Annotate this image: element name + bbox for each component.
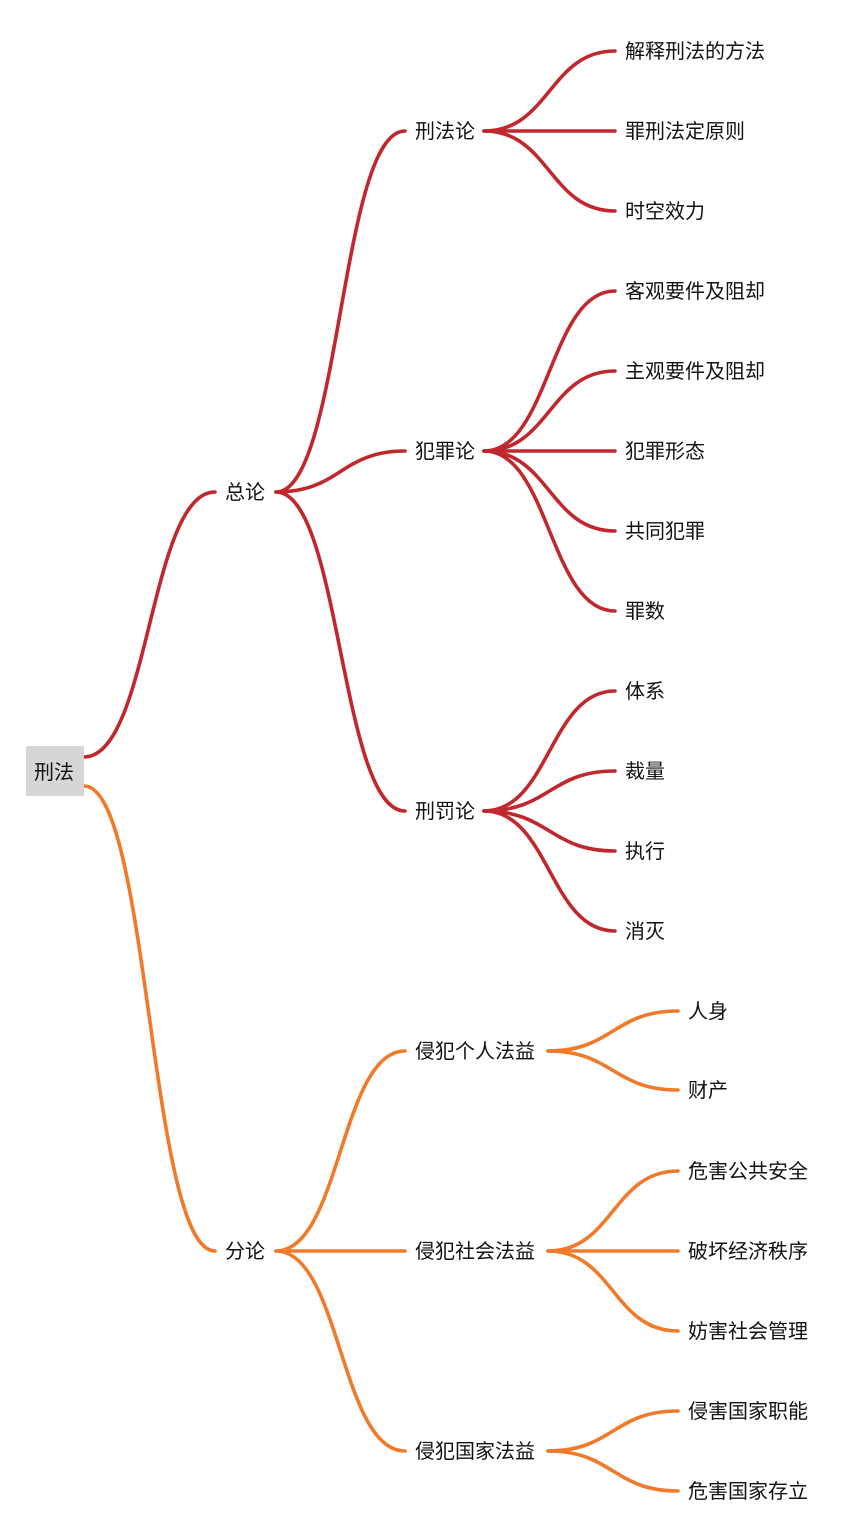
mind-map-edges xyxy=(82,49,680,1493)
topic-personal-interests: 侵犯个人法益 xyxy=(415,1039,535,1063)
edge-crime-leaf-3 xyxy=(482,449,617,533)
leaf-extinction: 消灭 xyxy=(625,919,665,943)
topic-punishment-theory: 刑罚论 xyxy=(415,799,475,823)
leaf-subjective-elements: 主观要件及阻却 xyxy=(625,359,765,383)
leaf-sentencing: 裁量 xyxy=(625,759,665,783)
leaf-interpretation-methods: 解释刑法的方法 xyxy=(625,39,765,63)
branch-general: 总论 xyxy=(225,480,265,504)
leaf-temporal-spatial-effect: 时空效力 xyxy=(625,199,705,223)
edge-crime-leaf-0 xyxy=(482,289,617,453)
edge-social-leaf-2 xyxy=(546,1249,680,1333)
leaf-legality-principle: 罪刑法定原则 xyxy=(625,119,745,143)
topic-crime-theory: 犯罪论 xyxy=(415,439,475,463)
edge-root-general xyxy=(82,490,217,759)
root-node-label: 刑法 xyxy=(34,760,74,784)
leaf-economic-order: 破坏经济秩序 xyxy=(688,1239,808,1263)
edge-crime-leaf-1 xyxy=(482,369,617,453)
edge-punishment-leaf-3 xyxy=(482,809,617,933)
edge-general-topic-0 xyxy=(274,129,407,494)
edge-punishment-leaf-1 xyxy=(482,769,617,813)
edge-state-leaf-0 xyxy=(546,1409,680,1453)
topic-social-interests: 侵犯社会法益 xyxy=(415,1239,535,1263)
leaf-public-safety: 危害公共安全 xyxy=(688,1159,808,1183)
leaf-penalty-system: 体系 xyxy=(625,679,665,703)
leaf-state-functions: 侵害国家职能 xyxy=(688,1399,808,1423)
leaf-person: 人身 xyxy=(688,999,728,1023)
edge-specific-topic-0 xyxy=(274,1049,407,1253)
topic-criminal-law-theory: 刑法论 xyxy=(415,119,475,143)
leaf-execution: 执行 xyxy=(625,839,665,863)
edge-specific-topic-2 xyxy=(274,1249,407,1453)
edge-punishment-leaf-2 xyxy=(482,809,617,853)
leaf-social-management: 妨害社会管理 xyxy=(688,1319,808,1343)
edge-general-topic-1 xyxy=(274,449,407,494)
edge-crime-leaf-4 xyxy=(482,449,617,613)
edge-personal-leaf-1 xyxy=(546,1049,680,1092)
topic-state-interests: 侵犯国家法益 xyxy=(415,1439,535,1463)
edge-punishment-leaf-0 xyxy=(482,689,617,813)
edge-social-leaf-0 xyxy=(546,1169,680,1253)
edge-general-topic-2 xyxy=(274,490,407,813)
mind-map-nodes: 刑法 总论 分论 刑法论 犯罪论 刑罚论 侵犯个人法益 侵犯社会法益 侵犯国家法… xyxy=(26,39,808,1503)
leaf-number-of-crimes: 罪数 xyxy=(625,599,665,623)
edge-criminal-law-leaf-2 xyxy=(482,129,617,213)
leaf-property: 财产 xyxy=(688,1078,728,1102)
leaf-state-existence: 危害国家存立 xyxy=(688,1479,808,1503)
branch-specific: 分论 xyxy=(225,1239,265,1263)
leaf-crime-forms: 犯罪形态 xyxy=(625,439,705,463)
leaf-joint-crime: 共同犯罪 xyxy=(625,519,705,543)
edge-state-leaf-1 xyxy=(546,1449,680,1493)
edge-root-specific xyxy=(82,784,217,1253)
root-node-box xyxy=(26,746,84,796)
leaf-objective-elements: 客观要件及阻却 xyxy=(625,279,765,303)
edge-criminal-law-leaf-0 xyxy=(482,49,617,133)
edge-personal-leaf-0 xyxy=(546,1009,680,1053)
